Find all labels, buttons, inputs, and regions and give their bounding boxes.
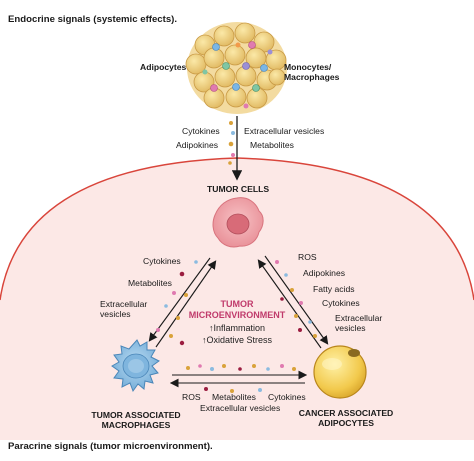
- right-fatty-acids-label: Fatty acids: [313, 284, 355, 294]
- adipocyte-cell: [313, 345, 367, 399]
- bottom-cytokines-label: Cytokines: [268, 392, 306, 402]
- right-adipokines-label: Adipokines: [303, 268, 346, 278]
- bottom-metabolites-label: Metabolites: [212, 392, 256, 402]
- adipocytes-label: Adipocytes: [140, 62, 187, 72]
- adipocytes-cell-label: CANCER ASSOCIATED ADIPOCYTES: [298, 408, 394, 428]
- bottom-extracellular-vesicles-label: Extracellular vesicles: [200, 403, 281, 413]
- arrow-tumor-to-macrophage: [148, 257, 211, 342]
- monocytes-macrophages-label: Monocytes/ Macrophages: [284, 62, 340, 82]
- macrophage-cell: [111, 339, 160, 393]
- left-cytokines-label: Cytokines: [143, 256, 181, 266]
- bottom-particles: [186, 364, 296, 393]
- top-cytokines-label: Cytokines: [182, 126, 220, 136]
- paracrine-title: Paracrine signals (tumor microenvironmen…: [8, 441, 213, 452]
- tumor-cells-label: TUMOR CELLS: [207, 184, 270, 194]
- right-particles: [275, 260, 317, 338]
- oxidative-stress-label: ↑Oxidative Stress: [201, 335, 273, 345]
- bottom-ros-label: ROS: [182, 392, 201, 402]
- right-cytokines-label: Cytokines: [322, 298, 360, 308]
- arrow-adipocyte-to-tumor: [257, 259, 322, 349]
- right-ros-label: ROS: [298, 252, 317, 262]
- macrophages-label: TUMOR ASSOCIATED MACROPHAGES: [91, 410, 181, 430]
- left-particles: [156, 260, 198, 346]
- arrow-tumor-to-adipocyte: [264, 255, 329, 345]
- top-metabolites-label: Metabolites: [250, 140, 294, 150]
- tumor-microenvironment-title: TUMOR MICROENVIRONMENT: [188, 299, 286, 320]
- inflammation-label: ↑Inflammation: [208, 323, 266, 333]
- endocrine-title: Endocrine signals (systemic effects).: [8, 14, 178, 25]
- tumor-cell: [212, 197, 264, 248]
- top-secreted-particles: [228, 121, 235, 165]
- arrow-macrophage-to-tumor: [155, 260, 217, 348]
- top-adipokines-label: Adipokines: [176, 140, 219, 150]
- adipose-tissue-cluster: [185, 22, 287, 114]
- left-metabolites-label: Metabolites: [128, 278, 172, 288]
- top-extracellular-vesicles-label: Extracellular vesicles: [244, 126, 325, 136]
- right-extracellular-vesicles-label: Extracellular vesicles: [335, 313, 383, 333]
- left-extracellular-vesicles-label: Extracellular vesicles: [100, 299, 148, 319]
